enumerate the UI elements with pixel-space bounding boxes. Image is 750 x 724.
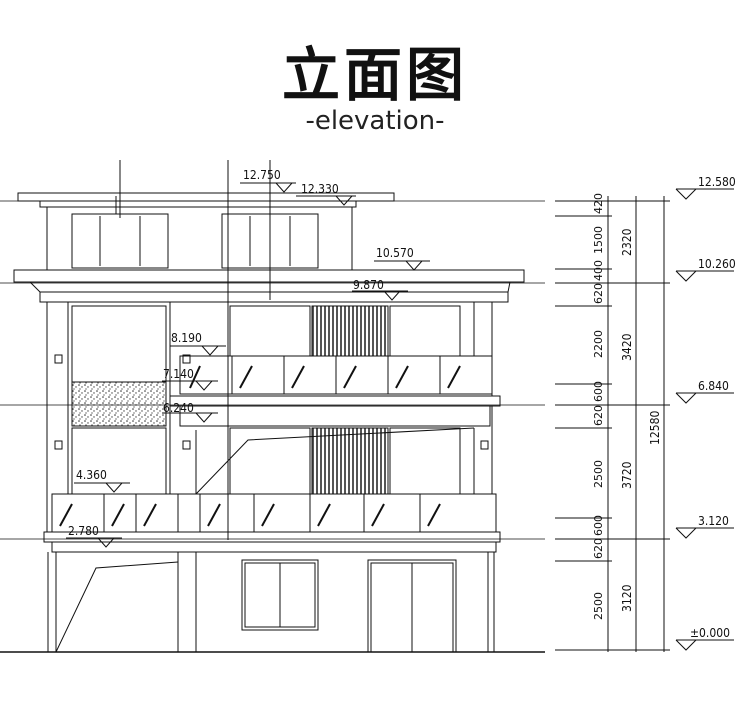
page-subtitle: -elevation- [305, 106, 445, 136]
dim-3420: 3420 [620, 333, 634, 361]
dim-2500-a: 2500 [592, 460, 605, 488]
right-level-12580: 12.580 [698, 175, 736, 189]
dim-620-c: 620 [592, 538, 605, 559]
dim-600-a: 600 [592, 381, 605, 402]
level-label-9870: 9.870 [353, 278, 384, 292]
dim-400: 400 [592, 260, 605, 281]
dim-2320: 2320 [620, 228, 634, 256]
right-level-3120: 3.120 [698, 514, 729, 528]
dim-3720: 3720 [620, 461, 634, 489]
level-label-2780: 2.780 [68, 524, 99, 538]
dim-2200: 2200 [592, 330, 605, 358]
level-label-6240: 6.240 [163, 401, 194, 415]
level-label-8190: 8.190 [171, 331, 202, 345]
level-label-12750: 12.750 [243, 168, 281, 182]
level-label-7140: 7.140 [163, 367, 194, 381]
elevation-drawing: 12.750 12.330 10.570 9.870 8.190 7.140 6… [0, 160, 736, 653]
dim-2500-b: 2500 [592, 592, 605, 620]
dim-3120: 3120 [620, 584, 634, 612]
right-level-10260: 10.260 [698, 257, 736, 271]
right-level-0: ±0.000 [690, 626, 730, 640]
level-label-10570: 10.570 [376, 246, 414, 260]
dimension-lines [555, 188, 734, 652]
dim-total-12580: 12580 [648, 411, 662, 445]
dim-1500: 1500 [592, 226, 605, 254]
right-level-6840: 6.840 [698, 379, 729, 393]
level-label-12330: 12.330 [301, 182, 339, 196]
dim-420: 420 [592, 193, 605, 214]
level-label-4360: 4.360 [76, 468, 107, 482]
building [0, 160, 545, 653]
building-level-markers [66, 182, 430, 548]
page-title: 立面图 [281, 41, 468, 109]
dim-620-b: 620 [592, 405, 605, 426]
glass-hatching [59, 365, 461, 527]
dim-600-b: 600 [592, 515, 605, 536]
dim-620-a: 620 [592, 283, 605, 304]
